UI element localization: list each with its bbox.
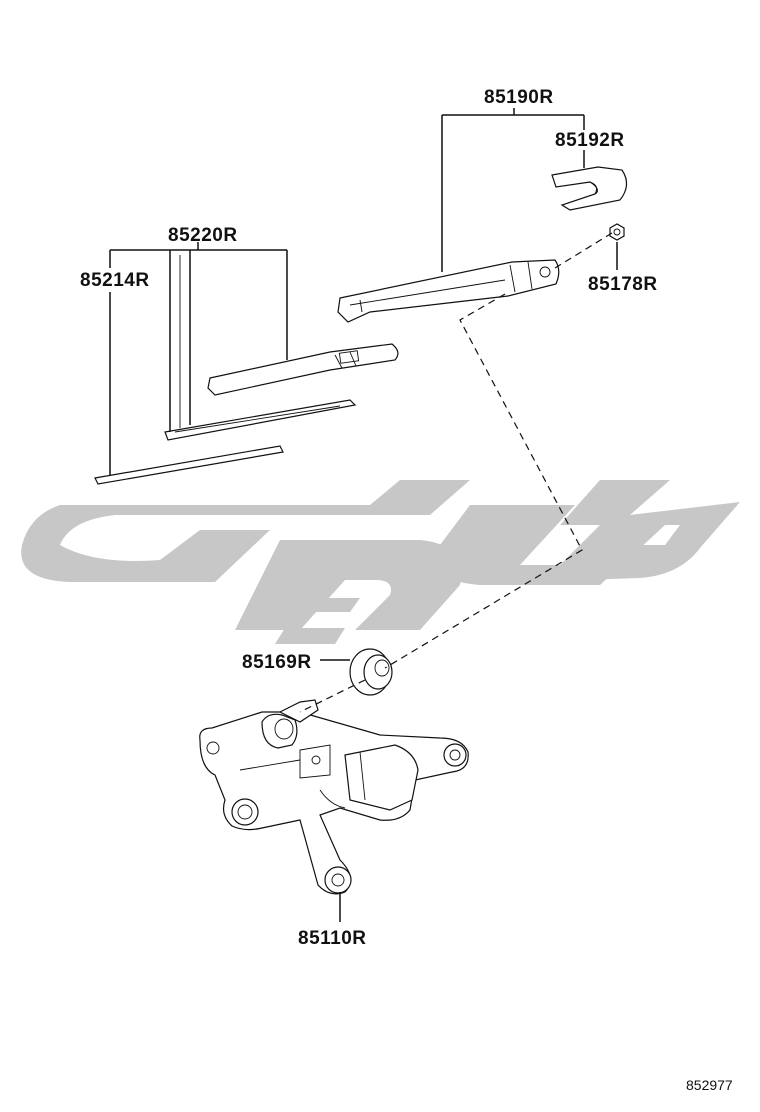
label-arm-assembly: 85190R bbox=[484, 87, 554, 108]
nut bbox=[609, 223, 625, 241]
arm-cap bbox=[551, 166, 628, 211]
label-blade-rubber: 85214R bbox=[80, 270, 150, 291]
grommet bbox=[349, 648, 393, 696]
leader-lines bbox=[109, 108, 618, 922]
label-motor: 85110R bbox=[298, 928, 367, 949]
watermark-logo bbox=[21, 480, 740, 644]
label-nut: 85178R bbox=[588, 274, 658, 295]
wiper-blade bbox=[207, 343, 399, 396]
label-blade-assembly: 85220R bbox=[168, 225, 238, 246]
assembly-dashes bbox=[299, 232, 613, 713]
figure-number: 852977 bbox=[686, 1077, 733, 1093]
wiper-motor bbox=[199, 699, 469, 895]
blade-rubber bbox=[94, 399, 357, 485]
wiper-arm bbox=[337, 259, 560, 323]
label-grommet: 85169R bbox=[242, 652, 312, 673]
label-arm-cap: 85192R bbox=[555, 130, 625, 151]
